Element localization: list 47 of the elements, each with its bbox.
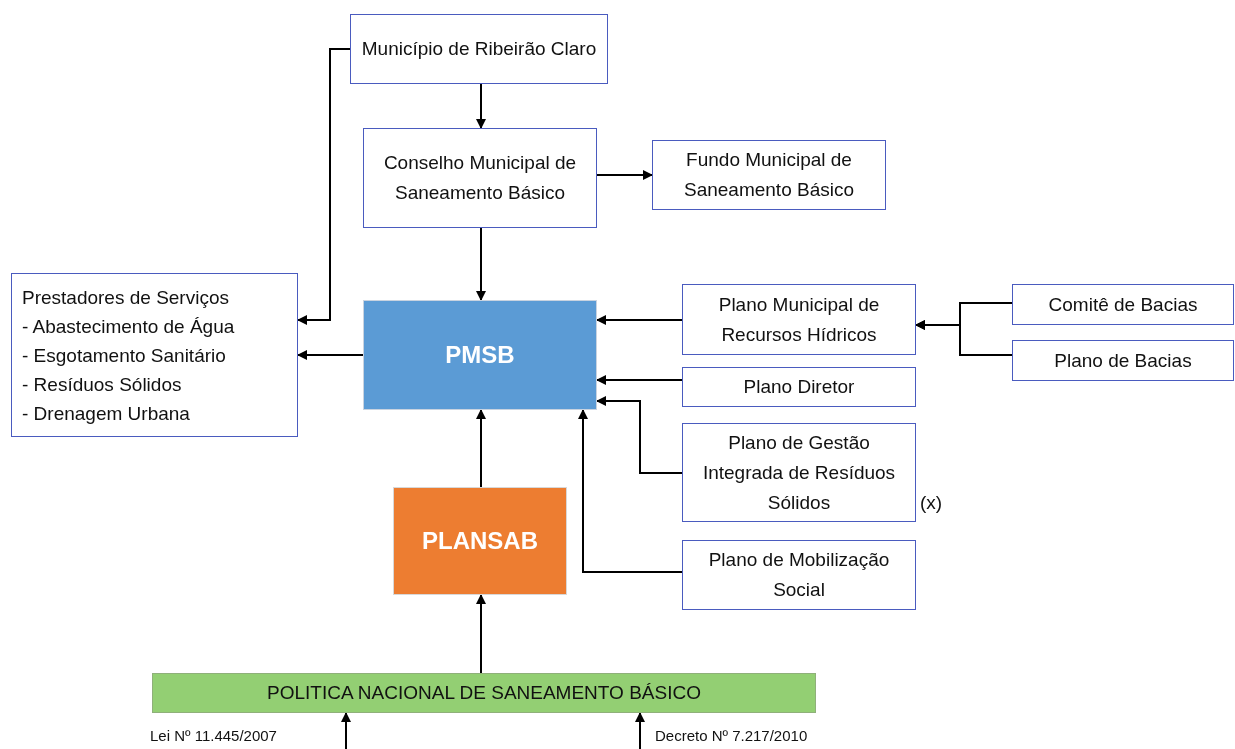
arrow (635, 712, 645, 749)
node-text: Plano Diretor (743, 375, 855, 399)
process-box (682, 284, 916, 355)
arrow (476, 83, 486, 129)
process-box (682, 423, 916, 522)
node-text: Plano Municipal de Recursos Hídricos (717, 292, 881, 347)
arrow (476, 409, 486, 488)
process-box (682, 367, 916, 407)
arrow (578, 409, 683, 573)
arrow (476, 594, 486, 674)
process-box (1012, 340, 1234, 381)
plan-box (393, 487, 567, 595)
law-reference: Decreto Nº 7.217/2010 (655, 727, 808, 744)
law-reference: Lei Nº 11.445/2007 (150, 727, 277, 744)
process-box (350, 14, 608, 84)
list-item: - Drenagem Urbana (22, 401, 190, 426)
node-text: Município de Ribeirão Claro (361, 37, 597, 61)
node-text: Conselho Municipal de Saneamento Básico (382, 151, 578, 205)
arrow (341, 712, 351, 749)
arrow (915, 320, 1013, 356)
plan-box (363, 300, 597, 410)
node-text: Fundo Municipal de Saneamento Básico (682, 148, 856, 202)
side-note: (x) (920, 492, 943, 514)
list-heading: Prestadores de Serviços (22, 285, 229, 310)
policy-bar (152, 673, 816, 713)
list-item: - Resíduos Sólidos (22, 372, 182, 397)
node-text: Plano de Gestão Integrada de Resíduos Sólidos (701, 430, 897, 515)
node-text: POLITICA NACIONAL DE SANEAMENTO BÁSICO (267, 681, 701, 705)
node-text: Plano de Bacias (1054, 348, 1192, 373)
arrow (297, 48, 351, 325)
arrow (297, 350, 364, 360)
process-box (363, 128, 597, 228)
node-text: Plano de Mobilização Social (707, 548, 891, 602)
arrow (596, 170, 653, 180)
process-box (652, 140, 886, 210)
node-text: Comitê de Bacias (1048, 292, 1198, 317)
node-text: PLANSAB (422, 526, 538, 556)
arrow (596, 396, 683, 474)
process-box (682, 540, 916, 610)
node-text: PMSB (445, 340, 515, 370)
arrow (596, 315, 683, 325)
list-item: - Abastecimento de Água (22, 314, 235, 339)
process-box (1012, 284, 1234, 325)
arrow (596, 375, 683, 385)
process-box (11, 273, 298, 437)
arrow (476, 227, 486, 301)
list-item: - Esgotamento Sanitário (22, 343, 226, 368)
